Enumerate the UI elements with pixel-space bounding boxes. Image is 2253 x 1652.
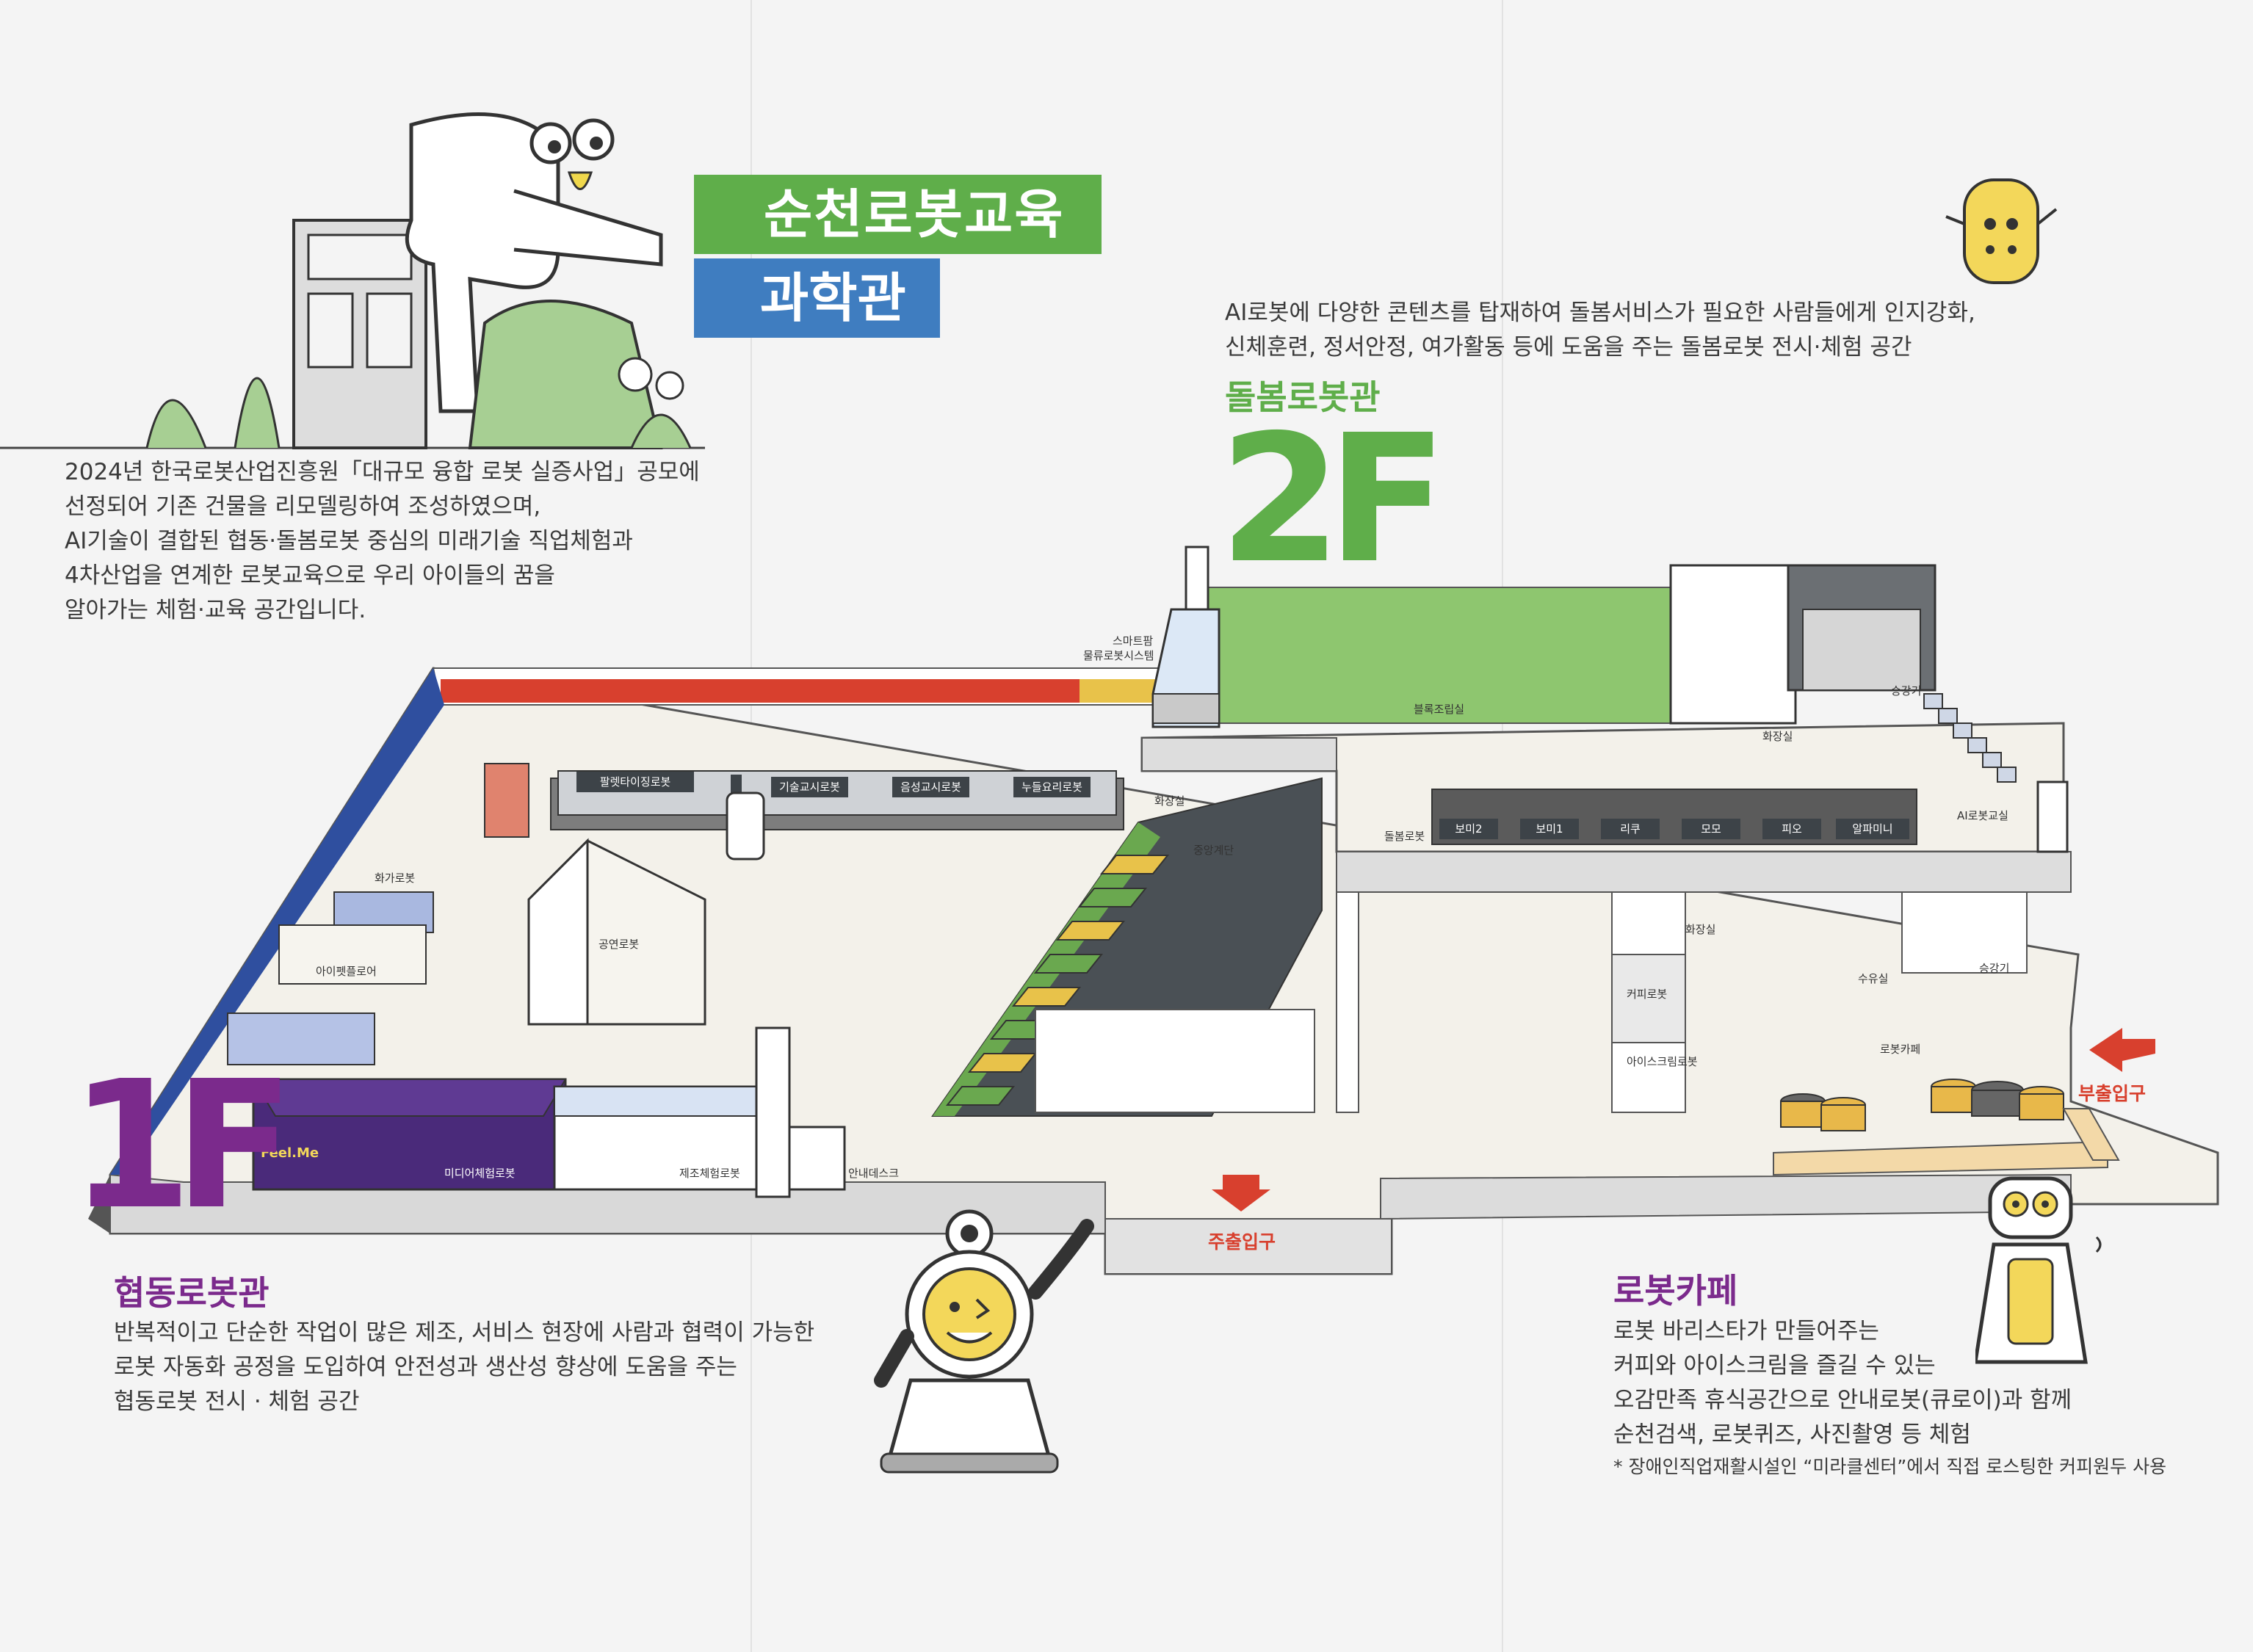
robot-pio-label: 피오 xyxy=(1762,819,1821,839)
logistics-label: 물류로봇시스템 xyxy=(1083,649,1154,662)
coffee-robot-label: 커피로봇 xyxy=(1627,988,1668,1001)
elevator-2f-label: 승강기 xyxy=(1891,684,1922,698)
robot-bomi1-label: 보미1 xyxy=(1520,819,1579,839)
media-robot-label: 미디어체험로봇 xyxy=(444,1167,516,1180)
manufacture-robot-label: 제조체험로봇 xyxy=(679,1167,740,1180)
smart-farm-label: 스마트팜 xyxy=(1113,634,1154,648)
floor1-label: 1F xyxy=(70,1043,294,1248)
cafe-desc-line: 오감만족 휴식공간으로 안내로봇(큐로이)과 함께 xyxy=(1613,1387,2072,1413)
intro-line: 알아가는 체험·교육 공간입니다. xyxy=(65,597,366,623)
elevator-1f-label: 승강기 xyxy=(1979,962,2010,975)
cafe-desc-line: 로봇 바리스타가 만들어주는 xyxy=(1613,1318,1879,1344)
floor2-title: 돌봄로봇관 xyxy=(1225,377,1381,417)
main-entrance-label: 주출입구 xyxy=(1208,1231,1276,1253)
robot-bomi2-label: 보미2 xyxy=(1439,819,1498,839)
cafe-desc-line: 순천검색, 로봇퀴즈, 사진촬영 등 체험 xyxy=(1613,1421,1971,1448)
cafe-note: * 장애인직업재활시설인 “미라클센터”에서 직접 로스팅한 커피원두 사용 xyxy=(1613,1456,2167,1477)
cafe-title: 로봇카페 xyxy=(1613,1271,1738,1311)
performance-robot-label: 공연로봇 xyxy=(598,938,640,951)
cafe-desc-line: 커피와 아이스크림을 즐길 수 있는 xyxy=(1613,1352,1936,1379)
robot-momo-label: 모모 xyxy=(1682,819,1740,839)
restroom-2f-label: 화장실 xyxy=(1762,730,1793,743)
floor2-label: 2F xyxy=(1219,396,1447,602)
robot-cafe-label: 로봇카페 xyxy=(1880,1043,1921,1056)
robot-riku-label: 리쿠 xyxy=(1601,819,1660,839)
intro-line: AI기술이 결합된 협동·돌봄로봇 중심의 미래기술 직업체험과 xyxy=(65,528,633,554)
care-robot-label: 돌봄로봇 xyxy=(1384,830,1425,843)
restroom-1f-label: 화장실 xyxy=(1685,923,1716,936)
floor1-desc-line: 반복적이고 단순한 작업이 많은 제조, 서비스 현장에 사람과 협력이 가능한 xyxy=(114,1319,815,1346)
skill-teach-robot-label: 기술교시로봇 xyxy=(771,777,848,797)
intro-line: 4차산업을 연계한 로봇교육으로 우리 아이들의 꿈을 xyxy=(65,562,555,589)
intro-line: 2024년 한국로봇산업진흥원「대규모 융합 로봇 실증사업」공모에 xyxy=(65,459,700,485)
nursing-room-label: 수유실 xyxy=(1858,972,1889,985)
feelme-logo-text: Feel.Me xyxy=(261,1145,319,1161)
palletizing-robot-label: 팔렛타이징로봇 xyxy=(576,772,694,792)
info-desk-label: 안내데스크 xyxy=(848,1167,900,1180)
floor1-desc-line: 협동로봇 전시 · 체험 공간 xyxy=(114,1388,360,1415)
painter-robot-label: 화가로봇 xyxy=(375,872,416,885)
title-banner-sub: 과학관 xyxy=(694,258,940,338)
eyepet-floor-label: 아이펫플로어 xyxy=(316,965,377,978)
side-entrance-label: 부출입구 xyxy=(2078,1083,2147,1104)
floor1-title: 협동로봇관 xyxy=(114,1273,270,1313)
floor2-desc-line: 신체훈련, 정서안정, 여가활동 등에 도움을 주는 돌봄로봇 전시·체험 공간 xyxy=(1225,334,1912,361)
intro-line: 선정되어 기존 건물을 리모델링하여 조성하였으며, xyxy=(65,493,541,520)
intro-paragraph: 2024년 한국로봇산업진흥원「대규모 융합 로봇 실증사업」공모에 선정되어 … xyxy=(65,455,700,628)
cafe-description: 로봇 바리스타가 만들어주는 커피와 아이스크림을 즐길 수 있는 오감만족 휴… xyxy=(1613,1314,2072,1452)
floor1-description: 반복적이고 단순한 작업이 많은 제조, 서비스 현장에 사람과 협력이 가능한… xyxy=(114,1316,814,1419)
central-stairs-label: 중앙계단 xyxy=(1193,844,1234,857)
restroom-stairs-label: 화장실 xyxy=(1154,794,1185,808)
guide-robot-mascot-icon xyxy=(874,1209,1094,1474)
cafe-guide-robot-icon xyxy=(1975,1176,2102,1364)
floor2-description: AI로봇에 다양한 콘텐츠를 탑재하여 돌봄서비스가 필요한 사람들에게 인지강… xyxy=(1225,296,1975,365)
floor2-desc-line: AI로봇에 다양한 콘텐츠를 탑재하여 돌봄서비스가 필요한 사람들에게 인지강… xyxy=(1225,300,1975,326)
icecream-robot-label: 아이스크림로봇 xyxy=(1627,1055,1698,1068)
floor1-desc-line: 로봇 자동화 공정을 도입하여 안전성과 생산성 향상에 도움을 주는 xyxy=(114,1354,737,1380)
block-room-label: 블록조립실 xyxy=(1414,703,1465,716)
ai-classroom-label: AI로봇교실 xyxy=(1957,809,2008,822)
noodle-robot-label: 누들요리로봇 xyxy=(1013,777,1091,797)
care-robot-mascot-icon xyxy=(1945,178,2058,284)
voice-teach-robot-label: 음성교시로봇 xyxy=(892,777,969,797)
title-banner-main: 순천로봇교육 xyxy=(694,175,1102,254)
mascot-illustration xyxy=(0,112,705,449)
robot-alphamini-label: 알파미니 xyxy=(1836,819,1909,839)
